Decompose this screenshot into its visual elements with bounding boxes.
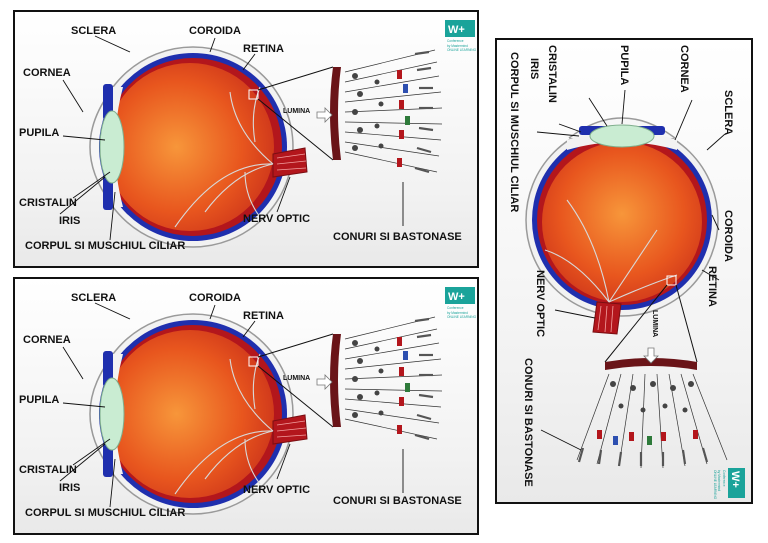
retina-detail bbox=[576, 347, 728, 469]
svg-text:by Mastermind: by Mastermind bbox=[717, 470, 721, 491]
svg-text:W+: W+ bbox=[729, 471, 741, 488]
leader-lines bbox=[59, 302, 404, 508]
label-nerv: NERV OPTIC bbox=[243, 213, 310, 225]
eye-cross-section-top: SCLERA COROIDA RETINA CORNEA PUPILA CRIS… bbox=[19, 20, 477, 252]
svg-text:W+: W+ bbox=[448, 24, 465, 36]
label-lumina: LUMINA bbox=[283, 108, 310, 115]
leader-lines bbox=[536, 89, 726, 451]
label-corpul: CORPUL SI MUSCHIUL CILIAR bbox=[25, 507, 185, 519]
label-cornea: CORNEA bbox=[678, 45, 690, 93]
label-cristalin: CRISTALIN bbox=[19, 197, 77, 209]
leader-lines bbox=[59, 35, 404, 241]
label-nerv: NERV OPTIC bbox=[243, 484, 310, 496]
wplus-logo: W+ Conference by Mastermind ONLINE LEARN… bbox=[445, 20, 477, 52]
eye-globe bbox=[525, 117, 719, 363]
label-sclera: SCLERA bbox=[71, 25, 116, 37]
svg-text:Conference: Conference bbox=[722, 470, 726, 487]
light-arrow-icon bbox=[316, 374, 333, 390]
svg-text:Conference: Conference bbox=[447, 306, 464, 310]
svg-text:ONLINE LEARNING: ONLINE LEARNING bbox=[447, 48, 477, 52]
blood-vessels bbox=[174, 86, 274, 228]
light-arrow-icon bbox=[316, 107, 333, 123]
svg-text:by Mastermind: by Mastermind bbox=[447, 44, 468, 48]
retina-detail bbox=[316, 316, 443, 441]
eye-cross-section-rotated: CRISTALIN IRIS CORPUL SI MUSCHIUL CILIAR… bbox=[508, 45, 745, 500]
label-lumina: LUMINA bbox=[283, 375, 310, 382]
blood-vessels bbox=[544, 199, 678, 303]
label-pupila: PUPILA bbox=[19, 127, 59, 139]
svg-text:by Mastermind: by Mastermind bbox=[447, 311, 468, 315]
svg-text:W+: W+ bbox=[448, 291, 465, 303]
label-corpul: CORPUL SI MUSCHIUL CILIAR bbox=[508, 52, 520, 212]
label-conuri: CONURI SI BASTONASE bbox=[333, 231, 462, 243]
label-conuri: CONURI SI BASTONASE bbox=[522, 358, 534, 487]
label-iris: IRIS bbox=[59, 482, 80, 494]
label-iris: IRIS bbox=[528, 58, 540, 79]
label-coroida: COROIDA bbox=[189, 292, 241, 304]
svg-text:ONLINE LEARNING: ONLINE LEARNING bbox=[713, 470, 717, 500]
light-arrow-icon bbox=[643, 347, 659, 364]
svg-text:Conference: Conference bbox=[447, 39, 464, 43]
label-cornea: CORNEA bbox=[23, 67, 71, 79]
label-sclera: SCLERA bbox=[71, 292, 116, 304]
label-retina: RETINA bbox=[706, 266, 718, 307]
eye-cross-section-bottom: SCLERA COROIDA RETINA CORNEA PUPILA CRIS… bbox=[19, 287, 477, 519]
label-iris: IRIS bbox=[59, 215, 80, 227]
label-pupila: PUPILA bbox=[19, 394, 59, 406]
wplus-logo: W+ Conference by Mastermind ONLINE LEARN… bbox=[445, 287, 477, 319]
diagram-panel-bottom: SCLERA COROIDA RETINA CORNEA PUPILA CRIS… bbox=[13, 277, 479, 535]
eye-globe bbox=[89, 46, 334, 248]
label-coroida: COROIDA bbox=[722, 210, 734, 262]
label-cristalin: CRISTALIN bbox=[19, 464, 77, 476]
label-sclera: SCLERA bbox=[722, 90, 734, 135]
wplus-logo: W+ Conference by Mastermind ONLINE LEARN… bbox=[713, 468, 745, 500]
label-corpul: CORPUL SI MUSCHIUL CILIAR bbox=[25, 240, 185, 252]
label-nerv: NERV OPTIC bbox=[534, 270, 546, 337]
diagram-panel-top: SCLERA COROIDA RETINA CORNEA PUPILA CRIS… bbox=[13, 10, 479, 268]
label-cornea: CORNEA bbox=[23, 334, 71, 346]
label-lumina: LUMINA bbox=[651, 310, 658, 337]
label-cristalin: CRISTALIN bbox=[546, 45, 558, 103]
retina-detail bbox=[316, 49, 443, 174]
label-conuri: CONURI SI BASTONASE bbox=[333, 495, 462, 507]
label-retina: RETINA bbox=[243, 43, 284, 55]
diagram-panel-rotated: CRISTALIN IRIS CORPUL SI MUSCHIUL CILIAR… bbox=[495, 38, 753, 504]
label-pupila: PUPILA bbox=[618, 45, 630, 85]
svg-text:ONLINE LEARNING: ONLINE LEARNING bbox=[447, 315, 477, 319]
eye-globe bbox=[89, 313, 334, 515]
label-coroida: COROIDA bbox=[189, 25, 241, 37]
label-retina: RETINA bbox=[243, 310, 284, 322]
